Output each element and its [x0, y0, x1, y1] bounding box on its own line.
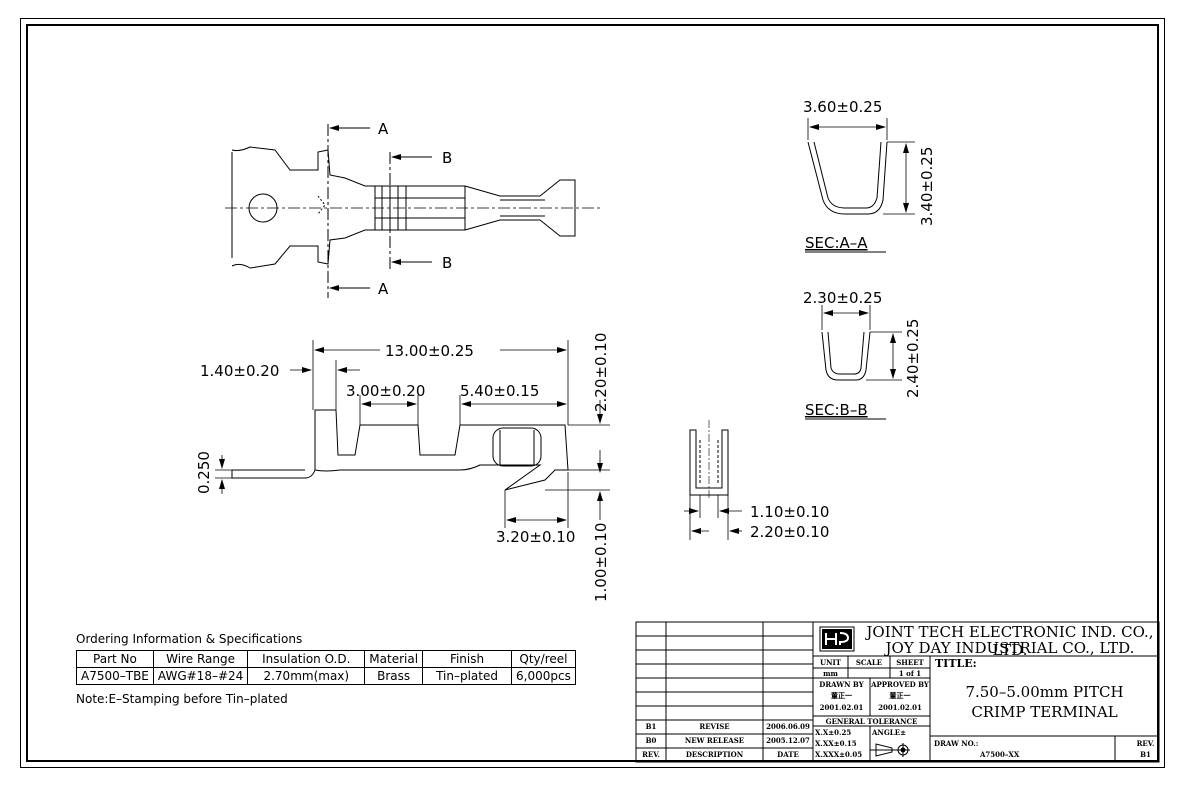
wire-range-cell: AWG#18–#24	[152, 667, 249, 685]
unit-value: mm	[823, 669, 838, 678]
tolerance-3: X.XXX±0.05	[815, 750, 863, 759]
drawn-by-name: 董正一	[831, 691, 852, 700]
dim-2: 3.00±0.20	[346, 382, 425, 400]
dim-tab: 3.20±0.10	[496, 528, 575, 546]
side-view	[231, 409, 569, 491]
dim-sec-bb-width: 2.30±0.25	[803, 289, 882, 307]
ordering-header: Part No	[76, 650, 154, 668]
ordering-header: Wire Range	[152, 650, 249, 668]
rev-row-1-rev: B1	[645, 722, 657, 731]
drawing-border-inner	[26, 24, 1159, 762]
date-col-header: DATE	[777, 750, 799, 759]
title-line-2: CRIMP TERMINAL	[971, 703, 1118, 721]
rev-value: B1	[1140, 750, 1151, 759]
section-a-label-bottom: A	[378, 280, 389, 298]
side-view-dimensions	[215, 340, 610, 528]
rev-col-header: REV.	[642, 750, 660, 759]
dim-front-outer: 2.20±0.10	[750, 523, 829, 541]
section-markers	[327, 124, 432, 298]
drawn-date: 2001.02.01	[819, 703, 864, 712]
company-logo	[822, 629, 852, 649]
scale-label: SCALE	[855, 658, 883, 667]
section-b-label-bottom: B	[442, 254, 452, 272]
dim-height: 2.20±0.10	[592, 333, 610, 412]
unit-label: UNIT	[820, 658, 841, 667]
approved-by-label: APPROVED BY	[871, 680, 929, 689]
top-view	[225, 146, 600, 269]
dim-1: 1.40±0.20	[200, 362, 279, 380]
dim-overall-length: 13.00±0.25	[385, 342, 474, 360]
table-row: A7500–TBE AWG#18–#24 2.70mm(max) Brass T…	[76, 667, 576, 685]
dim-front-inner: 1.10±0.10	[750, 503, 829, 521]
tolerance-label: GENERAL TOLERANCE	[825, 717, 918, 726]
sheet-value: 1 of 1	[898, 669, 922, 678]
dim-sec-aa-width: 3.60±0.25	[803, 98, 882, 116]
ordering-header: Qty/reel	[511, 650, 576, 668]
section-bb-dimensions	[821, 305, 902, 381]
rev-row-1-desc: REVISE	[699, 722, 730, 731]
projection-symbol-icon	[870, 743, 910, 757]
ordering-header: Finish	[422, 650, 513, 668]
drawing-no: A7500–XX	[980, 750, 1020, 759]
ordering-header-row: Part No Wire Range Insulation O.D. Mater…	[76, 650, 576, 668]
rev-row-2-date: 2005.12.07	[766, 736, 810, 745]
tolerance-1: X.X±0.25	[815, 728, 852, 737]
section-bb-label: SEC:B–B	[805, 401, 868, 419]
ordering-header: Material	[364, 650, 424, 668]
front-view-dimensions	[684, 495, 742, 540]
tolerance-2: X.XX±0.15	[815, 739, 857, 748]
desc-col-header: DESCRIPTION	[685, 750, 744, 759]
section-aa-label: SEC:A–A	[805, 234, 868, 252]
section-b-label-top: B	[442, 149, 452, 167]
qty-cell: 6,000pcs	[511, 667, 576, 685]
dim-drop: 1.00±0.10	[592, 523, 610, 602]
drawn-by-label: DRAWN BY	[819, 680, 864, 689]
approved-date: 2001.02.01	[878, 703, 922, 712]
drawing-no-label: DRAW NO.:	[934, 739, 979, 748]
insulation-cell: 2.70mm(max)	[247, 667, 366, 685]
ordering-table: Part No Wire Range Insulation O.D. Mater…	[76, 650, 576, 685]
rev-label: REV.	[1136, 739, 1155, 748]
rev-row-1-date: 2006.06.09	[766, 722, 810, 731]
part-no-cell: A7500–TBE	[76, 667, 154, 685]
sheet-label: SHEET	[896, 658, 924, 667]
section-aa-view	[807, 141, 888, 215]
title-block-grid	[635, 621, 1160, 763]
rev-row-2-desc: NEW RELEASE	[684, 736, 745, 745]
company-name-1: JOINT TECH ELECTRONIC IND. CO., LTD.	[866, 623, 1154, 659]
angle-label: ANGLE±	[872, 728, 906, 737]
ordering-note: Note:E–Stamping before Tin–plated	[76, 692, 288, 706]
rev-row-2-rev: B0	[645, 736, 657, 745]
dim-thickness: 0.250	[195, 451, 213, 494]
section-a-label-top: A	[378, 120, 389, 138]
dim-3: 5.40±0.15	[460, 382, 539, 400]
ordering-title: Ordering Information & Specifications	[76, 632, 303, 646]
front-view	[689, 420, 729, 500]
section-aa-dimensions	[807, 118, 915, 215]
dim-sec-aa-height: 3.40±0.25	[918, 147, 936, 226]
finish-cell: Tin–plated	[422, 667, 513, 685]
dim-sec-bb-height: 2.40±0.25	[904, 319, 922, 398]
section-bb-view	[821, 331, 871, 381]
drawing-border-outer	[20, 18, 1165, 768]
material-cell: Brass	[364, 667, 424, 685]
ordering-header: Insulation O.D.	[247, 650, 366, 668]
title-line-1: 7.50–5.00mm PITCH	[965, 683, 1124, 701]
company-name-2: JOY DAY INDUSTRIAL CO., LTD.	[885, 639, 1135, 657]
approved-by-name: 董正一	[889, 691, 911, 700]
title-label: TITLE:	[935, 657, 977, 670]
